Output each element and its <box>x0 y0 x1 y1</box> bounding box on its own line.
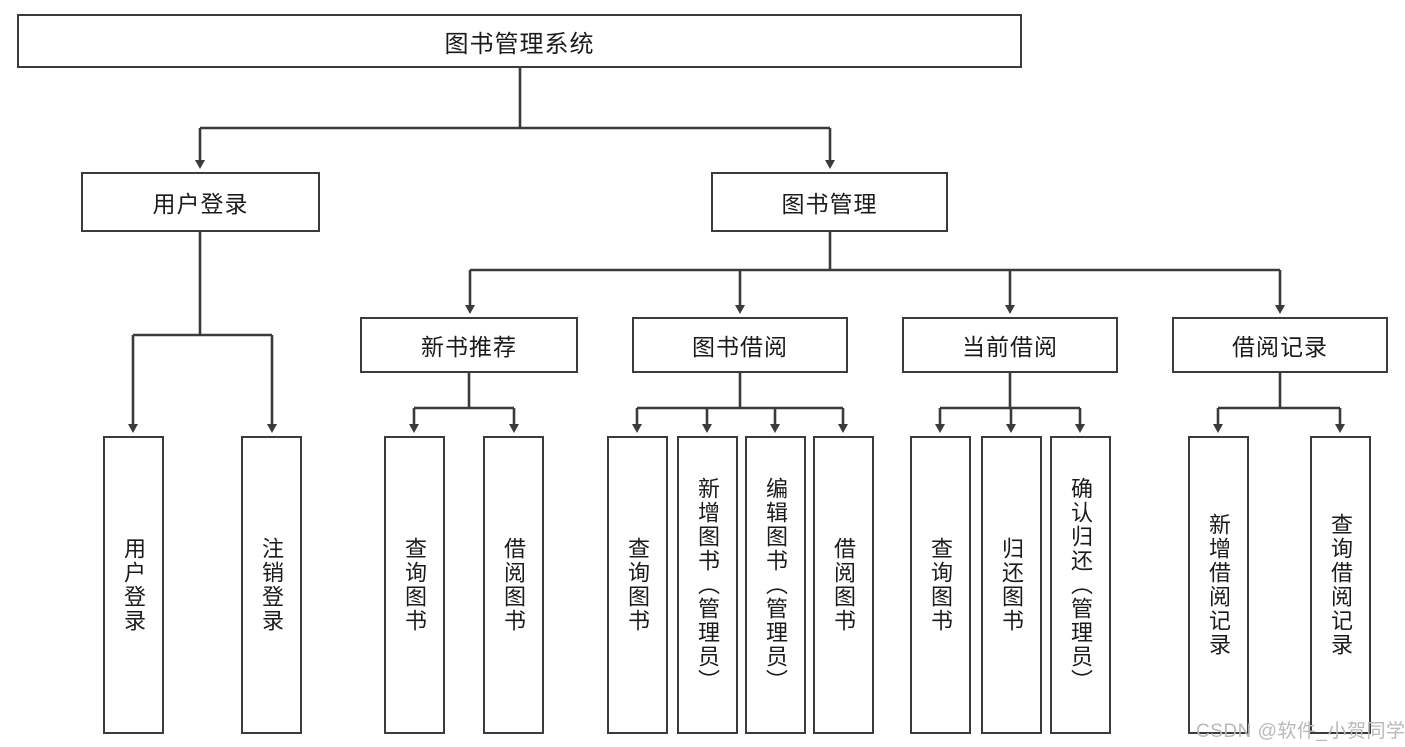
leaf-user-login-label: 用户登录 <box>121 537 147 633</box>
leaf-return-book[interactable]: 归还图书 <box>981 436 1042 734</box>
leaf-user-login[interactable]: 用户登录 <box>103 436 164 734</box>
leaf-edit-book-admin[interactable]: 编辑图书（管理员） <box>745 436 806 734</box>
leaf-borrow-book-2[interactable]: 借阅图书 <box>813 436 874 734</box>
node-book-manage[interactable]: 图书管理 <box>711 172 948 232</box>
node-book-borrow[interactable]: 图书借阅 <box>632 317 848 373</box>
node-book-borrow-label: 图书借阅 <box>692 334 788 360</box>
leaf-query-book-3[interactable]: 查询图书 <box>910 436 971 734</box>
leaf-query-book-1-label: 查询图书 <box>402 537 428 633</box>
leaf-return-book-label: 归还图书 <box>999 537 1025 633</box>
leaf-confirm-return-admin-label: 确认归还（管理员） <box>1068 477 1094 693</box>
node-borrow-record-label: 借阅记录 <box>1232 334 1328 360</box>
node-new-book-recommend[interactable]: 新书推荐 <box>360 317 578 373</box>
leaf-add-book-admin-label: 新增图书（管理员） <box>695 477 721 693</box>
leaf-add-book-admin[interactable]: 新增图书（管理员） <box>677 436 738 734</box>
node-new-book-recommend-label: 新书推荐 <box>421 334 517 360</box>
node-current-borrow-label: 当前借阅 <box>962 334 1058 360</box>
node-root-label: 图书管理系统 <box>444 30 595 58</box>
watermark: CSDN @软件_小贺同学 <box>1196 721 1405 742</box>
leaf-query-book-1[interactable]: 查询图书 <box>384 436 445 734</box>
leaf-query-book-2[interactable]: 查询图书 <box>607 436 668 734</box>
node-user-login[interactable]: 用户登录 <box>81 172 320 232</box>
leaf-query-book-2-label: 查询图书 <box>625 537 651 633</box>
leaf-borrow-book-1-label: 借阅图书 <box>501 537 527 633</box>
leaf-edit-book-admin-label: 编辑图书（管理员） <box>763 477 789 693</box>
leaf-confirm-return-admin[interactable]: 确认归还（管理员） <box>1050 436 1111 734</box>
node-user-login-label: 用户登录 <box>152 191 249 217</box>
leaf-user-logout[interactable]: 注销登录 <box>241 436 302 734</box>
leaf-add-borrow-record-label: 新增借阅记录 <box>1206 513 1232 657</box>
leaf-query-book-3-label: 查询图书 <box>928 537 954 633</box>
node-root[interactable]: 图书管理系统 <box>17 14 1022 68</box>
leaf-borrow-book-2-label: 借阅图书 <box>831 537 857 633</box>
leaf-user-logout-label: 注销登录 <box>259 537 285 633</box>
node-current-borrow[interactable]: 当前借阅 <box>902 317 1118 373</box>
leaf-query-borrow-record[interactable]: 查询借阅记录 <box>1310 436 1371 734</box>
leaf-add-borrow-record[interactable]: 新增借阅记录 <box>1188 436 1249 734</box>
leaf-query-borrow-record-label: 查询借阅记录 <box>1328 513 1354 657</box>
node-borrow-record[interactable]: 借阅记录 <box>1172 317 1388 373</box>
leaf-borrow-book-1[interactable]: 借阅图书 <box>483 436 544 734</box>
node-book-manage-label: 图书管理 <box>781 191 878 217</box>
